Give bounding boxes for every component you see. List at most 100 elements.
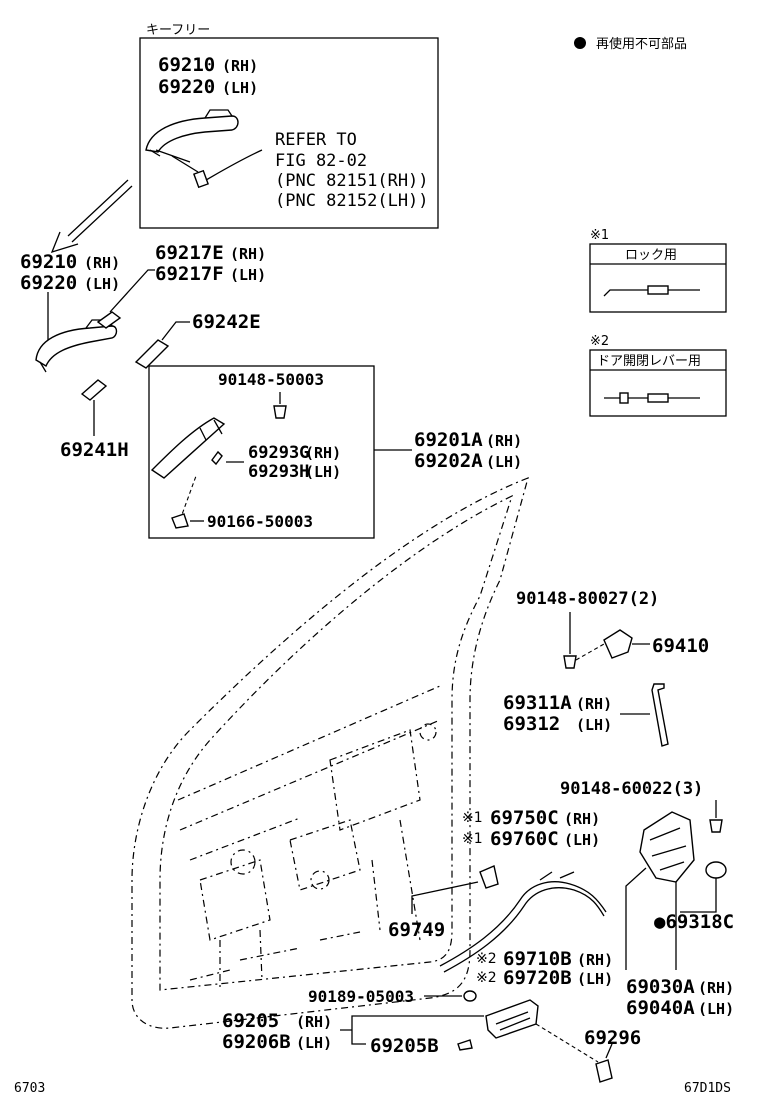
label-69710b: 69710B	[503, 948, 572, 970]
label-90148-60022: 90148-60022(3)	[560, 779, 703, 799]
rod-illustration	[651, 683, 669, 747]
label-69311a: 69311A	[503, 692, 572, 714]
label-69720b: 69720B	[503, 967, 572, 989]
label-69202a: 69202A	[414, 450, 483, 472]
frame-subassembly-box: 90148-50003 69293G (RH) 69293H (LH) 9016…	[148, 365, 522, 539]
lock-cable-illustration	[439, 881, 607, 967]
label-69210-side: (RH)	[84, 254, 120, 272]
leader-69030a	[625, 867, 677, 970]
note2-cable-sleeve	[647, 393, 669, 403]
grommet-icon	[705, 861, 727, 879]
note2-frame	[589, 349, 727, 417]
label-69205-side: (RH)	[296, 1013, 332, 1031]
door-panel-outline	[131, 477, 529, 1029]
cover-illustration	[80, 379, 108, 401]
footer-right: 67D1DS	[684, 1081, 731, 1096]
frame-detail	[199, 419, 223, 441]
mark-69720b: ※2	[476, 970, 497, 986]
label-69201a-side: (RH)	[486, 432, 522, 450]
bolt-hidden-line	[575, 643, 605, 661]
screw-3-icon	[457, 1039, 473, 1051]
footer-left: 6703	[14, 1081, 45, 1096]
keyfree-box-frame	[139, 37, 439, 229]
screw-2-icon	[171, 513, 189, 529]
refer-line-1: REFER TO	[275, 130, 357, 150]
label-69760c-side: (LH)	[564, 831, 600, 849]
handle-pad-illustration	[96, 311, 122, 329]
label-69040a-side: (LH)	[698, 1000, 734, 1018]
label-69720b-side: (LH)	[577, 970, 613, 988]
note2-label: ドア開閉レバー用	[597, 354, 701, 369]
keyfree-part-lh-side: (LH)	[222, 79, 258, 97]
door-lock-detail	[649, 827, 687, 871]
label-69296: 69296	[584, 1027, 641, 1049]
note1-label: ロック用	[625, 248, 677, 263]
screw-icon	[273, 405, 287, 419]
label-69749: 69749	[388, 919, 445, 941]
note1-mark: ※1	[590, 228, 609, 243]
keyfree-part-lh: 69220	[158, 76, 215, 98]
label-90148-50003: 90148-50003	[218, 370, 324, 389]
label-69217e: 69217E	[155, 242, 224, 264]
clip-illustration	[211, 450, 223, 466]
label-69206b: 69206B	[222, 1031, 291, 1053]
label-69293h-side: (LH)	[305, 463, 341, 481]
label-69750c: 69750C	[490, 807, 559, 829]
inside-handle-detail	[495, 1011, 531, 1031]
leader-69296	[605, 1043, 613, 1059]
cable-clamp-illustration	[479, 865, 499, 889]
refer-line-4: (PNC 82152(LH))	[275, 191, 429, 211]
label-90166-50003: 90166-50003	[207, 512, 313, 531]
leader-69205	[340, 1015, 484, 1045]
outer-handle-illustration	[35, 325, 118, 368]
legend-text: 再使用不可部品	[596, 36, 687, 52]
note1-cable-sleeve	[647, 285, 669, 295]
label-69750c-side: (RH)	[564, 810, 600, 828]
stopper-illustration	[603, 629, 633, 659]
label-69293g: 69293G	[248, 443, 309, 463]
note2-mark: ※2	[590, 334, 609, 349]
label-69201a: 69201A	[414, 429, 483, 451]
label-69217e-side: (RH)	[230, 245, 266, 263]
leader-69217e	[109, 269, 155, 313]
label-69311a-side: (RH)	[576, 695, 612, 713]
label-69318c: ●69318C	[654, 911, 734, 933]
label-69202a-side: (LH)	[486, 453, 522, 471]
inside-handle-hidden-line	[535, 1023, 599, 1063]
refer-line-2: FIG 82-02	[275, 151, 367, 171]
label-69312-side: (LH)	[576, 716, 612, 734]
label-69205b: 69205B	[370, 1035, 439, 1057]
gasket-illustration	[134, 339, 170, 369]
label-69710b-side: (RH)	[577, 951, 613, 969]
label-69030a-side: (RH)	[698, 979, 734, 997]
keyfree-handle-illustration	[145, 109, 263, 189]
frame-illustration	[150, 417, 226, 479]
label-69760c: 69760C	[490, 828, 559, 850]
keyfree-box: キーフリー 69210 (RH) 69220 (LH) REFER TO FIG…	[139, 23, 439, 229]
direction-arrow-icon	[50, 179, 133, 254]
keyfree-part-rh-side: (RH)	[222, 57, 258, 75]
label-69242e: 69242E	[192, 311, 261, 333]
note1-frame	[589, 243, 727, 313]
keyfree-title: キーフリー	[146, 23, 210, 38]
legend: 再使用不可部品	[574, 36, 687, 52]
frame-box-outline	[148, 365, 375, 539]
outer-handle-group: 69210 (RH) 69220 (LH) 69217E (RH) 69217F…	[20, 242, 266, 461]
clip-icon	[463, 990, 477, 1002]
label-69210: 69210	[20, 251, 77, 273]
label-69312: 69312	[503, 713, 560, 735]
refer-line-3: (PNC 82151(RH))	[275, 171, 429, 191]
label-69241h: 69241H	[60, 439, 129, 461]
note2-box: ※2 ドア開閉レバー用	[589, 334, 727, 417]
mark-69750c: ※1	[462, 810, 483, 826]
label-90148-80027: 90148-80027(2)	[516, 589, 659, 609]
leader-69318c	[680, 878, 717, 913]
leader-69749	[411, 881, 479, 914]
label-69030a: 69030A	[626, 976, 695, 998]
label-69410: 69410	[652, 635, 709, 657]
label-69205: 69205	[222, 1010, 279, 1032]
lock-cable-icon	[603, 289, 650, 297]
label-69040a: 69040A	[626, 997, 695, 1019]
lever-cable-illustration	[443, 887, 605, 973]
